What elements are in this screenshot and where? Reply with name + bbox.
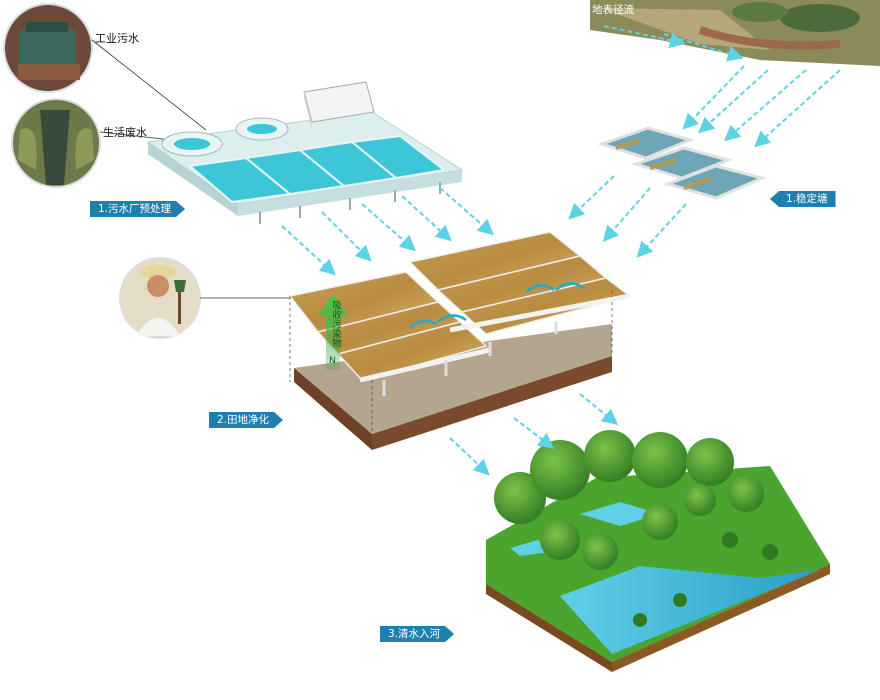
industrial-sewage-photo: [3, 3, 93, 93]
leader-line-industrial: [91, 39, 207, 131]
flow-arrows: [281, 25, 841, 476]
step1-pond-tag: 1.稳定塘: [770, 191, 836, 207]
surface-runoff-photo: [590, 0, 880, 66]
field-purification-block: [288, 231, 632, 450]
sewage-plant: [146, 81, 464, 224]
leader-line-domestic: [99, 131, 173, 141]
farmer-photo: [119, 257, 201, 339]
step3-river-tag: 3.清水入河: [380, 626, 454, 642]
domestic-wastewater-label: 生活废水: [103, 126, 147, 139]
surface-runoff-label: 地表径流: [592, 4, 634, 16]
domestic-wastewater-photo: [11, 98, 101, 188]
step2-field-tag: 2.田地净化: [209, 412, 283, 428]
clean-water-landscape: [486, 430, 830, 672]
industrial-sewage-label: 工业污水: [95, 32, 139, 45]
absorb-pollutants-text: 吸收污染物: [330, 300, 341, 348]
stabilization-ponds: [597, 126, 767, 200]
step1-plant-tag: 1.污水厂预处理: [90, 201, 185, 217]
nutrient-mark: N: [329, 356, 336, 366]
